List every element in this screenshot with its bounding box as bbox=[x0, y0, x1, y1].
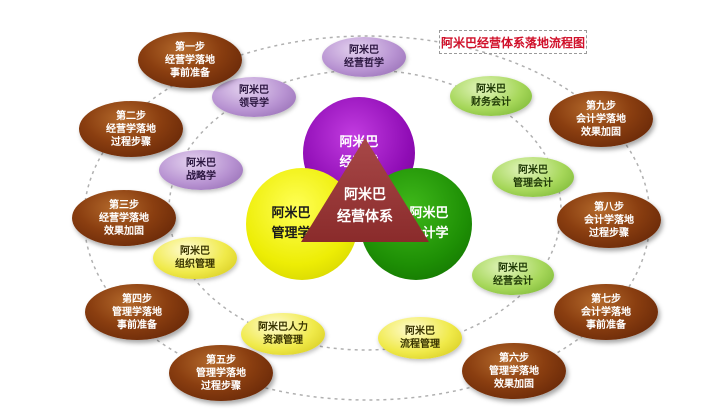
node-label-line2: 战略学 bbox=[186, 171, 216, 182]
step-label-line2: 经营学落地 bbox=[99, 212, 149, 224]
node-jingyingkuaiji: 阿米巴 经营会计 bbox=[472, 255, 554, 295]
step-label-line2: 经营学落地 bbox=[165, 54, 215, 66]
node-label-line1: 阿米巴 bbox=[349, 45, 379, 56]
step-label-line2: 管理学落地 bbox=[196, 367, 246, 379]
step-label-line2: 管理学落地 bbox=[489, 365, 539, 377]
node-label-line2: 流程管理 bbox=[400, 339, 440, 350]
step-label-line2: 管理学落地 bbox=[112, 306, 162, 318]
step-node-4: 第四步 管理学落地 事前准备 bbox=[85, 284, 189, 340]
step-label-line3: 事前准备 bbox=[117, 319, 157, 331]
step-label-line2: 会计学落地 bbox=[576, 113, 626, 125]
center-line1: 阿米巴 bbox=[344, 187, 386, 203]
step-label-line1: 第三步 bbox=[109, 199, 139, 211]
step-label-line3: 过程步骤 bbox=[201, 380, 241, 392]
node-label-line2: 财务会计 bbox=[471, 97, 511, 108]
step-label-line3: 效果加固 bbox=[581, 126, 621, 138]
step-label-line1: 第四步 bbox=[122, 293, 152, 305]
node-label-line2: 领导学 bbox=[239, 98, 269, 109]
diagram-title: 阿米巴经营体系落地流程图 bbox=[439, 30, 587, 54]
node-label-line1: 阿米巴 bbox=[186, 158, 216, 169]
node-zhanluexue: 阿米巴 战略学 bbox=[159, 150, 243, 190]
step-label-line1: 第八步 bbox=[594, 201, 624, 213]
node-jingyingzhexue: 阿米巴 经营哲学 bbox=[322, 37, 406, 77]
node-label-line2: 资源管理 bbox=[263, 335, 303, 346]
node-label-line1: 阿米巴人力 bbox=[258, 322, 308, 333]
step-label-line2: 会计学落地 bbox=[581, 306, 631, 318]
node-label-line1: 阿米巴 bbox=[476, 84, 506, 95]
step-node-1: 第一步 经营学落地 事前准备 bbox=[138, 32, 242, 88]
node-zuzhiguanli: 阿米巴 组织管理 bbox=[153, 237, 237, 279]
step-node-3: 第三步 经营学落地 效果加固 bbox=[72, 190, 176, 246]
step-node-6: 第六步 管理学落地 效果加固 bbox=[462, 343, 566, 399]
node-renliziyuan: 阿米巴人力 资源管理 bbox=[241, 313, 325, 355]
step-label-line1: 第五步 bbox=[206, 354, 236, 366]
step-label-line2: 经营学落地 bbox=[106, 123, 156, 135]
step-node-5: 第五步 管理学落地 过程步骤 bbox=[169, 345, 273, 401]
step-node-7: 第七步 会计学落地 事前准备 bbox=[554, 284, 658, 340]
core-right-line1: 阿米巴 bbox=[409, 206, 449, 221]
step-label-line1: 第一步 bbox=[175, 41, 205, 53]
step-label-line1: 第七步 bbox=[591, 293, 621, 305]
step-node-2: 第二步 经营学落地 过程步骤 bbox=[79, 101, 183, 157]
step-label-line2: 会计学落地 bbox=[584, 214, 634, 226]
core-left-line1: 阿米巴 bbox=[271, 206, 311, 221]
step-label-line3: 效果加固 bbox=[494, 378, 534, 390]
node-label-line1: 阿米巴 bbox=[498, 263, 528, 274]
step-label-line3: 过程步骤 bbox=[111, 136, 151, 148]
step-label-line3: 过程步骤 bbox=[589, 227, 629, 239]
node-label-line2: 组织管理 bbox=[175, 259, 215, 270]
node-caiwukuaiji: 阿米巴 财务会计 bbox=[450, 76, 532, 116]
step-node-8: 第八步 会计学落地 过程步骤 bbox=[557, 192, 661, 248]
step-node-9: 第九步 会计学落地 效果加固 bbox=[549, 91, 653, 147]
step-label-line1: 第二步 bbox=[116, 110, 146, 122]
node-label-line2: 经营会计 bbox=[493, 276, 533, 287]
node-guanlikuaiji: 阿米巴 管理会计 bbox=[492, 157, 574, 197]
node-label-line2: 经营哲学 bbox=[344, 58, 384, 69]
center-line2: 经营体系 bbox=[337, 209, 393, 225]
step-label-line3: 事前准备 bbox=[586, 319, 626, 331]
node-label-line1: 阿米巴 bbox=[239, 85, 269, 96]
center-label: 阿米巴 经营体系 bbox=[301, 184, 429, 228]
step-label-line1: 第六步 bbox=[499, 352, 529, 364]
step-label-line3: 事前准备 bbox=[170, 67, 210, 79]
node-label-line2: 管理会计 bbox=[513, 178, 553, 189]
node-label-line1: 阿米巴 bbox=[518, 165, 548, 176]
step-label-line3: 效果加固 bbox=[104, 225, 144, 237]
node-lingdaoxue: 阿米巴 领导学 bbox=[212, 77, 296, 117]
step-label-line1: 第九步 bbox=[586, 100, 616, 112]
node-label-line1: 阿米巴 bbox=[180, 246, 210, 257]
core-left-line2: 管理学 bbox=[271, 226, 311, 241]
node-label-line1: 阿米巴 bbox=[405, 326, 435, 337]
node-liuchengguanli: 阿米巴 流程管理 bbox=[378, 317, 462, 359]
